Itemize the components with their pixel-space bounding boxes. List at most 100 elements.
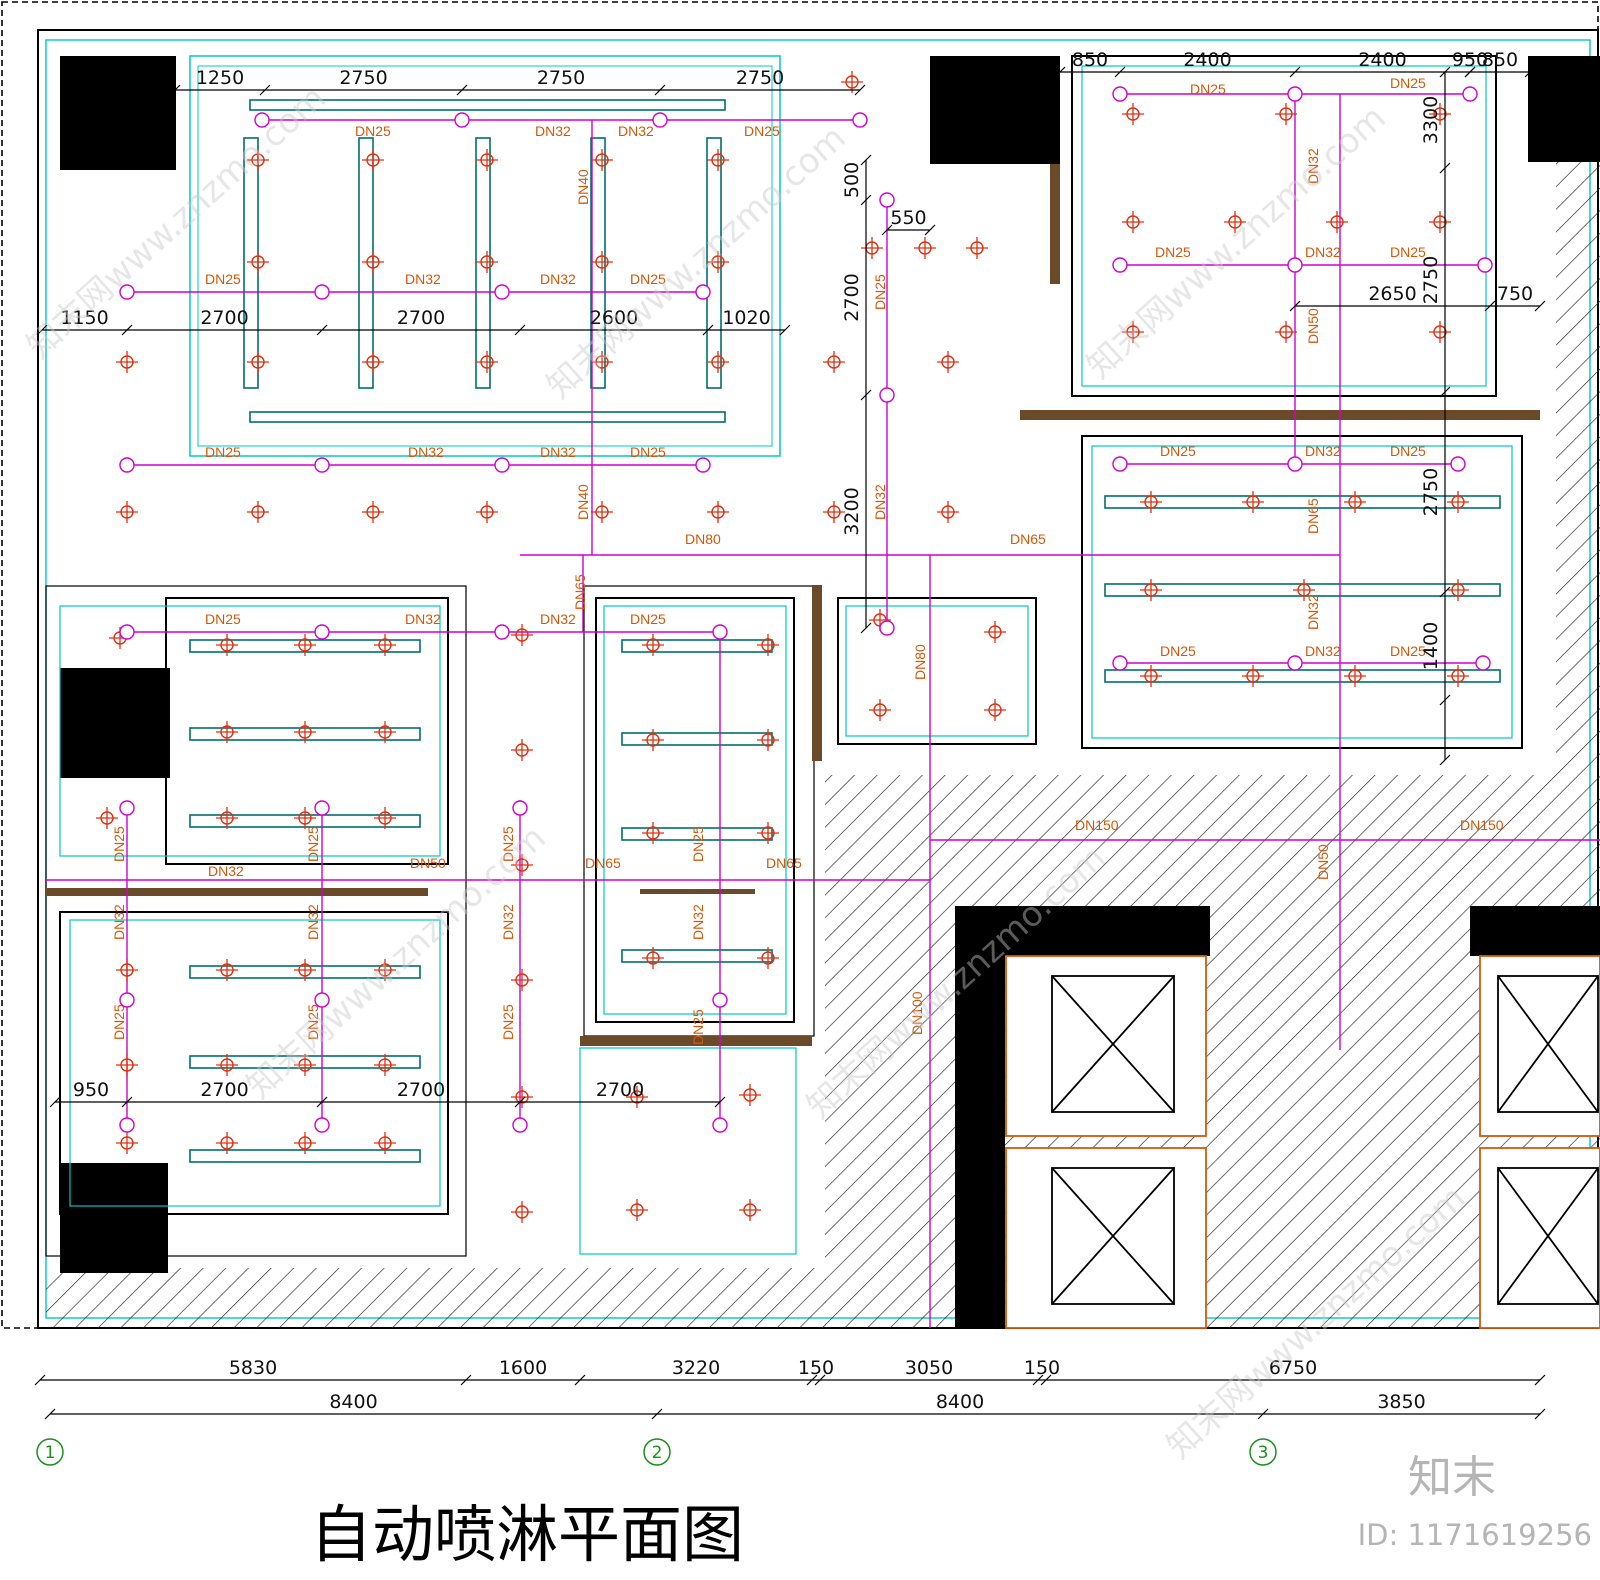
pipe-node xyxy=(1112,257,1128,273)
light-fixture xyxy=(621,732,773,746)
sprinkler-head-icon xyxy=(757,634,779,656)
dimension-value: 2750 xyxy=(537,67,585,89)
pipe-size-label: DN25 xyxy=(305,1004,321,1040)
pipe-size-label: DN25 xyxy=(690,826,706,862)
pipe-size-label: DN25 xyxy=(690,1009,706,1045)
dimension-tick xyxy=(1289,300,1301,312)
dimension-tick xyxy=(34,1374,46,1386)
pipe-node xyxy=(119,624,135,640)
sprinkler-head-icon xyxy=(1140,491,1162,513)
dimension-value: 3850 xyxy=(1377,1391,1425,1413)
pipe-size-label: DN25 xyxy=(744,123,780,139)
pipe-node xyxy=(879,387,895,403)
dimension-value: 850 xyxy=(1482,49,1518,71)
axis-marker-1 xyxy=(36,1438,64,1466)
sprinkler-head-icon xyxy=(642,634,664,656)
pipe-size-label: DN25 xyxy=(355,123,391,139)
sprinkler-head-icon xyxy=(116,501,138,523)
dimension-tick xyxy=(1439,694,1451,706)
sprinkler-head-icon xyxy=(294,1132,316,1154)
pipe-node xyxy=(879,192,895,208)
dimension-tick xyxy=(1534,1374,1546,1386)
pipe-node xyxy=(1287,86,1303,102)
sprinkler-head-icon xyxy=(294,721,316,743)
sprinkler-head-icon xyxy=(216,634,238,656)
pipe-size-label: DN80 xyxy=(912,644,928,680)
sprinkler-pipes xyxy=(46,93,1600,1328)
sprinkler-head-icon xyxy=(476,351,498,373)
sprinkler-head-icon xyxy=(642,729,664,751)
pipe-size-label: DN25 xyxy=(1160,643,1196,659)
wall-strips xyxy=(46,164,1540,1046)
pipe-size-label: DN150 xyxy=(1460,817,1504,833)
dimension-value: 2700 xyxy=(596,1079,644,1101)
sprinkler-head-icon xyxy=(511,624,533,646)
pipe-node xyxy=(119,800,135,816)
dimension-tick xyxy=(169,84,181,96)
sprinkler-head-icon xyxy=(362,149,384,171)
pipe-node xyxy=(314,457,330,473)
dimension-value: 3300 xyxy=(1420,96,1442,144)
sprinkler-head-icon xyxy=(1429,321,1451,343)
sprinkler-head-icon xyxy=(476,251,498,273)
watermark-text: 知末网www.znzmo.com xyxy=(539,118,853,407)
pipe-node xyxy=(1287,456,1303,472)
pipe-size-label: DN150 xyxy=(1075,817,1119,833)
sprinkler-head-icon xyxy=(591,501,613,523)
dimension-tick xyxy=(806,1374,818,1386)
sprinkler-head-icon xyxy=(823,501,845,523)
dimension-value: 950 xyxy=(1452,49,1488,71)
sprinkler-head-icon xyxy=(739,1199,761,1221)
pipe-node xyxy=(1112,86,1128,102)
sprinkler-head-icon xyxy=(511,739,533,761)
pipe-node xyxy=(652,112,668,128)
pipe-size-label: DN25 xyxy=(1390,443,1426,459)
sprinkler-head-icon xyxy=(294,1054,316,1076)
pipe-node xyxy=(695,457,711,473)
pipe-size-label: DN25 xyxy=(1390,643,1426,659)
sprinkler-head-icon xyxy=(757,822,779,844)
sprinkler-head-icon xyxy=(1242,491,1264,513)
pipe-size-label: DN25 xyxy=(111,1004,127,1040)
light-fixture xyxy=(1104,495,1501,509)
pipe-size-label: DN32 xyxy=(540,611,576,627)
pipe-size-label: DN32 xyxy=(618,123,654,139)
dimension-tick xyxy=(1040,1374,1052,1386)
pipe-size-label: DN32 xyxy=(1305,148,1321,184)
dimension-value: 1020 xyxy=(722,307,770,329)
dimension-value: 550 xyxy=(890,207,926,229)
pipe-size-label: DN65 xyxy=(766,855,802,871)
dimension-value: 1150 xyxy=(60,307,108,329)
sprinkler-head-icon xyxy=(511,854,533,876)
dimension-tick xyxy=(316,1096,328,1108)
sprinkler-head-icon xyxy=(591,351,613,373)
pipe-nodes xyxy=(119,86,1493,1133)
sprinkler-head-icon xyxy=(1122,211,1144,233)
pipe-size-label: DN32 xyxy=(1305,244,1341,260)
light-fixture xyxy=(1104,669,1501,683)
dimension-value: 2600 xyxy=(590,307,638,329)
dimension-value: 2700 xyxy=(397,307,445,329)
dimension-value: 1400 xyxy=(1420,622,1442,670)
dimension-value: 2700 xyxy=(397,1079,445,1101)
dimension-tick xyxy=(1114,66,1126,78)
pipe-size-label: DN65 xyxy=(1305,498,1321,534)
dimension-value: 850 xyxy=(1072,49,1108,71)
pipe-size-label: DN65 xyxy=(572,574,588,610)
elevator-shafts xyxy=(1005,955,1600,1329)
pipe-node xyxy=(1112,456,1128,472)
sprinkler-head-icon xyxy=(294,634,316,656)
sprinkler-head-icon xyxy=(707,501,729,523)
pipe-node xyxy=(119,1117,135,1133)
dimension-tick xyxy=(1439,586,1451,598)
pipe-size-label: DN25 xyxy=(111,826,127,862)
dimension-tick xyxy=(456,84,468,96)
sprinkler-head-icon xyxy=(294,959,316,981)
sprinkler-head-icon xyxy=(1140,579,1162,601)
pipe-node xyxy=(1462,86,1478,102)
sprinkler-head-icon xyxy=(1447,665,1469,687)
pipe-node xyxy=(1450,456,1466,472)
light-fixture xyxy=(621,949,773,963)
sprinkler-head-icon xyxy=(937,351,959,373)
dimension-value: 2650 xyxy=(1368,283,1416,305)
